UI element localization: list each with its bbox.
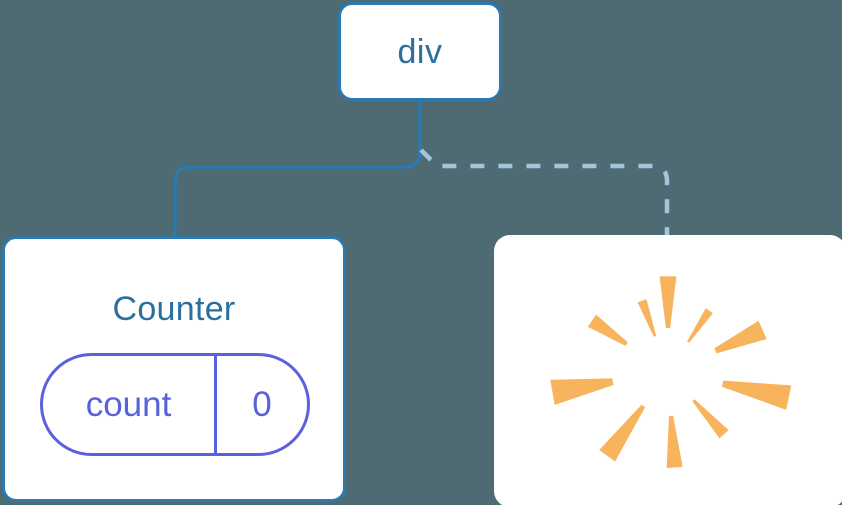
node-div[interactable]: div bbox=[338, 2, 502, 101]
node-div-label: div bbox=[397, 32, 443, 71]
state-pill-value: 0 bbox=[252, 384, 272, 424]
edge-div-to-burst bbox=[419, 148, 670, 235]
state-pill-count[interactable]: count 0 bbox=[40, 353, 310, 456]
node-counter-title: Counter bbox=[112, 290, 236, 328]
node-burst[interactable] bbox=[494, 235, 842, 505]
edge-div-to-counter bbox=[173, 99, 422, 238]
state-pill-key: count bbox=[43, 356, 217, 453]
